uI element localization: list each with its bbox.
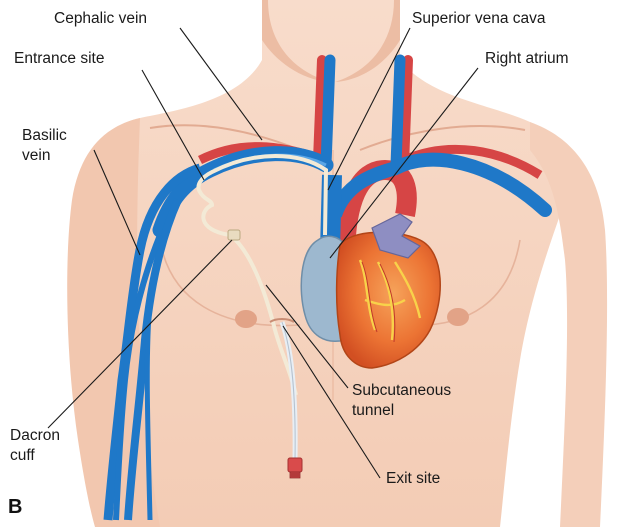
jugular-left (326, 60, 330, 165)
label-dacron-cuff-line2: cuff (10, 447, 35, 465)
forearm-vein (147, 300, 150, 520)
label-entrance-site: Entrance site (14, 50, 104, 68)
jugular-right (396, 60, 400, 165)
label-cephalic-vein: Cephalic vein (54, 10, 147, 28)
label-basilic-vein-line1: Basilic (22, 127, 67, 145)
dacron-cuff (228, 230, 240, 240)
label-basilic-vein-line2: vein (22, 147, 50, 165)
catheter-connector (288, 458, 302, 472)
label-dacron-cuff-line1: Dacron (10, 427, 60, 445)
nipple-right (447, 308, 469, 326)
label-exit-site: Exit site (386, 470, 440, 488)
label-subcutaneous-tunnel-line2: tunnel (352, 402, 394, 420)
nipple-left (235, 310, 257, 328)
label-superior-vena-cava: Superior vena cava (412, 10, 546, 28)
catheter-cap-threads (290, 472, 300, 478)
panel-letter: B (8, 496, 22, 519)
label-subcutaneous-tunnel-line1: Subcutaneous (352, 382, 451, 400)
label-right-atrium: Right atrium (485, 50, 569, 68)
